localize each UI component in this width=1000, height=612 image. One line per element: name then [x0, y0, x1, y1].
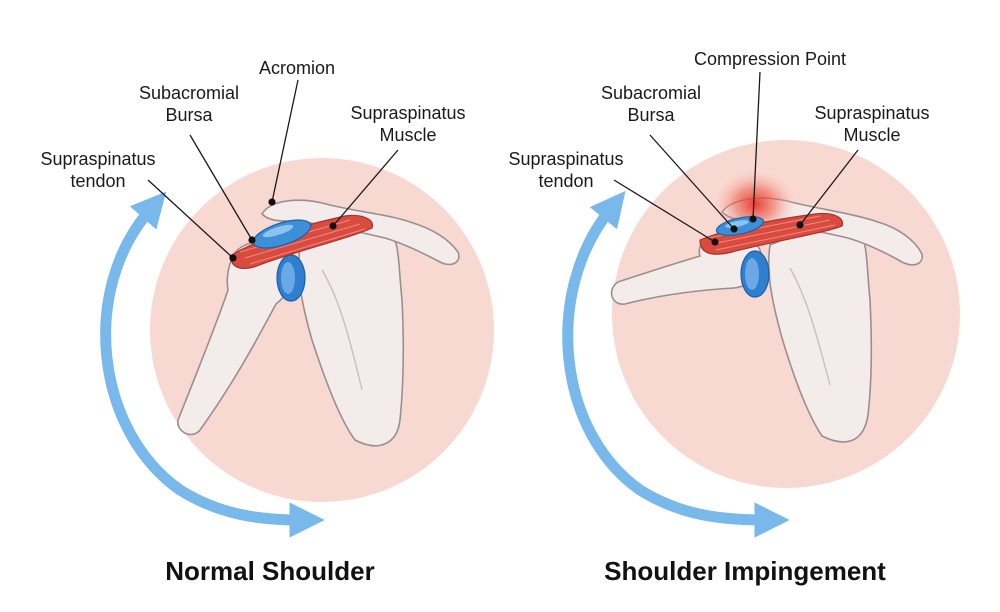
- range-of-motion-arrow: [100, 191, 325, 538]
- left-leader-dots: [229, 198, 337, 262]
- shoulder-impingement-title: Shoulder Impingement: [604, 556, 886, 586]
- label-acromion-text: Acromion: [258, 58, 336, 78]
- scapula-spine-ridge: [789, 267, 831, 386]
- subacromial-bursa-highlight: [262, 224, 294, 238]
- scapula-spine-ridge: [321, 269, 363, 391]
- normal-shoulder-illustration: [100, 79, 494, 538]
- label-muscle-line1: Supraspinatus: [350, 103, 466, 123]
- label-tendon-line1: Supraspinatus: [508, 149, 624, 169]
- glenoid-labrum-inner: [281, 262, 295, 294]
- label-tendon-line2: tendon: [70, 171, 126, 191]
- right-leader-lines: [613, 71, 859, 243]
- label-subacromial-bursa: Subacromial Bursa: [124, 82, 254, 126]
- label-supraspinatus-muscle: Supraspinatus Muscle: [338, 102, 478, 146]
- label-muscle-line2: Muscle: [379, 125, 437, 145]
- supraspinatus-muscle: [699, 212, 843, 255]
- label-tendon-line1: Supraspinatus: [40, 149, 156, 169]
- label-subacromial-bursa: Subacromial Bursa: [586, 82, 716, 126]
- glenoid-labrum-inner: [745, 258, 759, 290]
- label-bursa-line1: Subacromial: [600, 83, 702, 103]
- label-tendon-line2: tendon: [538, 171, 594, 191]
- label-muscle-line2: Muscle: [843, 125, 901, 145]
- label-compression-text: Compression Point: [693, 49, 847, 69]
- left-leader-lines: [147, 79, 399, 259]
- label-supraspinatus-tendon: Supraspinatus tendon: [28, 148, 168, 192]
- label-compression-point: Compression Point: [680, 48, 860, 70]
- label-bursa-line2: Bursa: [627, 105, 675, 125]
- label-bursa-line1: Subacromial: [138, 83, 240, 103]
- range-of-motion-arrow: [562, 190, 790, 538]
- impingement-shoulder-illustration: [562, 71, 960, 538]
- label-acromion: Acromion: [252, 57, 342, 79]
- normal-shoulder-title: Normal Shoulder: [165, 556, 375, 586]
- label-supraspinatus-tendon: Supraspinatus tendon: [496, 148, 636, 192]
- right-leader-dots: [711, 215, 804, 246]
- label-supraspinatus-muscle: Supraspinatus Muscle: [802, 102, 942, 146]
- label-muscle-line1: Supraspinatus: [814, 103, 930, 123]
- label-bursa-line2: Bursa: [165, 105, 213, 125]
